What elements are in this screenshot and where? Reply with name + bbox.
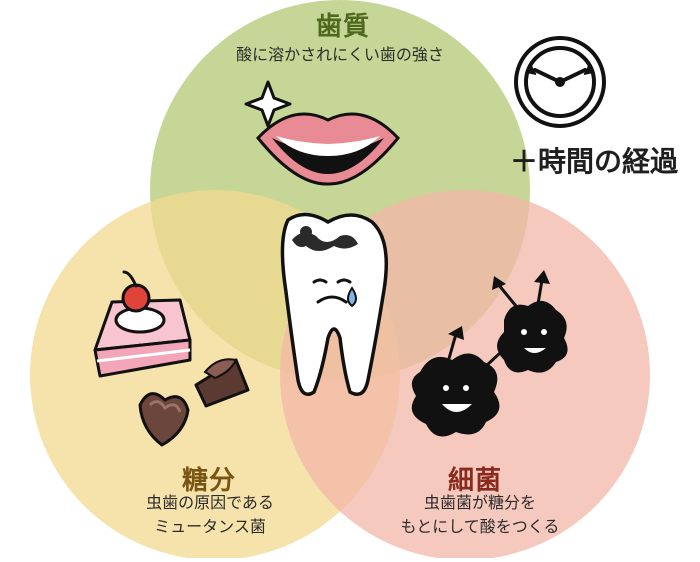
label-sugar-line-1: 虫歯の原因である: [146, 493, 274, 512]
label-bacteria-title: 細菌: [447, 466, 502, 496]
clock-icon: [514, 36, 606, 128]
lips-icon: [256, 112, 400, 186]
label-sugar-title: 糖分: [181, 466, 236, 496]
time-label: ＋時間の経過: [510, 145, 679, 178]
label-sugar-line-2: ミュータンス菌: [154, 517, 266, 536]
label-teeth-title: 歯質: [315, 12, 370, 42]
sparkle-icon: [244, 80, 292, 128]
cavity-tooth-icon: [280, 212, 388, 396]
bacteria-icon: [411, 270, 568, 437]
cake-icon: [93, 270, 192, 378]
label-bacteria-line-1: 虫歯菌が糖分を: [423, 493, 536, 512]
chocolate-icon: [138, 358, 250, 447]
label-bacteria-line-2: もとにして酸をつくる: [400, 517, 560, 536]
label-teeth-subtitle: 酸に溶かされにくい歯の強さ: [236, 45, 444, 64]
